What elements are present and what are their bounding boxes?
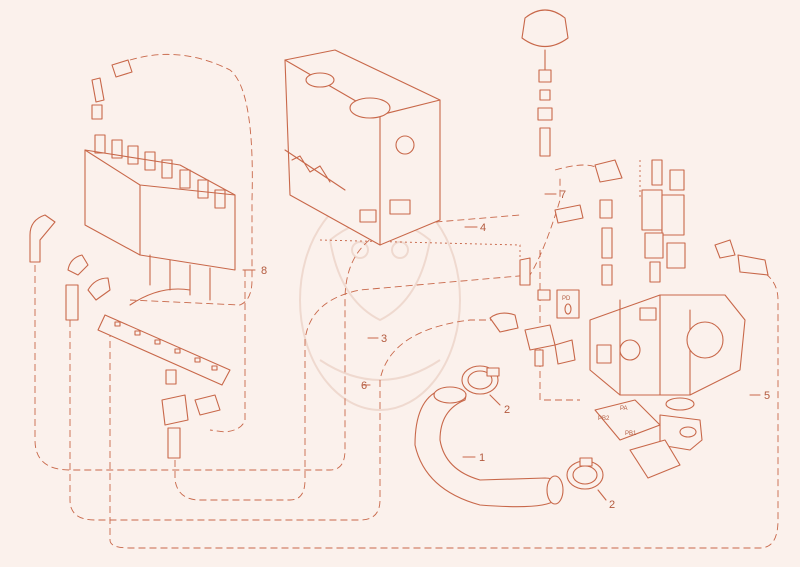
callout-2-upper: 2 [504, 404, 510, 416]
port-pb1-text: PB1 [625, 431, 637, 437]
hose-clamp-lower [566, 457, 604, 490]
port-label-pd: PD [556, 289, 580, 319]
callout-8: 6 [361, 380, 367, 392]
callout-7: 8 [261, 265, 267, 277]
hydraulic-tank [284, 49, 441, 246]
hose-clamp-upper [461, 365, 500, 395]
callout-leaders [242, 193, 761, 501]
callout-1: 1 [479, 452, 485, 464]
fittings [29, 59, 769, 459]
label-strip [97, 314, 231, 386]
callout-numbers: 8 4 7 3 6 1 2 2 5 [261, 189, 770, 511]
callout-5: 5 [764, 390, 770, 402]
control-valve-block [84, 134, 236, 306]
accumulator [521, 9, 569, 157]
callout-2-lower: 2 [609, 499, 615, 511]
port-pa-text: PA [620, 406, 628, 412]
callout-3: 3 [381, 333, 387, 345]
suction-hose [414, 386, 564, 508]
port-pb2-text: PB2 [598, 416, 610, 422]
port-label-card: PA PB2 PB1 [594, 399, 661, 441]
hydraulic-pump [589, 294, 746, 411]
port-pd-text: PD [562, 296, 571, 302]
callout-4: 4 [480, 222, 486, 234]
flange-elbow [629, 414, 703, 479]
callout-6: 7 [560, 189, 566, 201]
